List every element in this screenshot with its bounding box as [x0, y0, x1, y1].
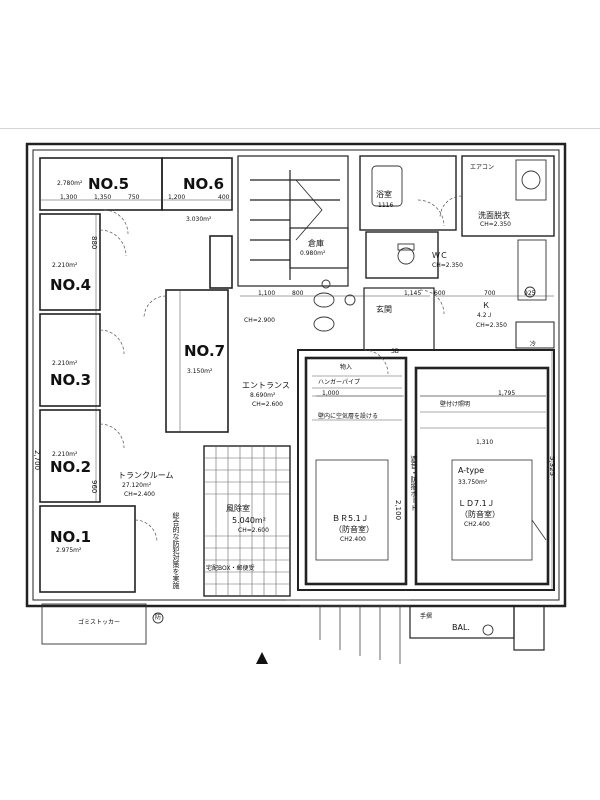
corridor-ch: CH=2.900: [244, 317, 275, 324]
dim-5325: 5,325: [548, 456, 556, 477]
unit-door-swings: [363, 195, 463, 375]
dim-1100: 1,100: [258, 290, 276, 297]
washroom-ch: CH=2.350: [480, 221, 511, 228]
locker-label-no6: NO.6: [183, 175, 225, 193]
fire-alarm-icon: 防: [155, 614, 162, 621]
vertical-note-right: 遮音・防振ボード: [410, 455, 418, 511]
ldk-ch: CH2.400: [464, 521, 490, 528]
balcony-name: BAL.: [452, 623, 470, 632]
locker-area-no1: 2.975m²: [56, 547, 82, 554]
garbage-note: ゴミストッカー: [78, 619, 121, 626]
wall-void-note: 壁内に空気層を設ける: [318, 413, 379, 420]
dimension-lines: [40, 199, 554, 590]
wind-room-ch: CH=2.600: [238, 527, 269, 534]
dim-960: 960: [90, 480, 98, 494]
trunk-room-name: トランクルーム: [118, 471, 174, 480]
light-note: 壁付け照明: [440, 401, 471, 408]
refrigerator-name: 冷: [530, 341, 537, 348]
bath-size: 1116: [378, 202, 394, 209]
locker-label-no7: NO.7: [184, 342, 226, 360]
shoebox-name: SB: [391, 348, 399, 355]
inner-partitions: [315, 459, 547, 561]
balcony-rail: [286, 599, 410, 664]
storage-area: 0.980m²: [300, 250, 326, 257]
locker-area-no4: 2.210m²: [52, 262, 78, 269]
dim-1200: 1,200: [168, 194, 186, 201]
bedroom-ch: CH2.400: [340, 536, 366, 543]
dim-400: 400: [218, 194, 230, 201]
entrance-hall-ch: CH=2.600: [252, 401, 283, 408]
genkan-name: 玄関: [376, 305, 392, 314]
bedroom-sub: （防音室）: [334, 525, 374, 534]
ldk-name: ＬＤ7.1Ｊ: [458, 499, 495, 508]
fixtures: [313, 159, 547, 332]
locker-area-no7: 3.150m²: [187, 368, 213, 375]
dim-700: 700: [484, 290, 496, 297]
wc-name: ＷＣ: [432, 251, 448, 260]
locker-label-no3: NO.3: [50, 371, 92, 389]
dim-1310: 1,310: [476, 439, 494, 446]
ldk-sub: （防音室）: [460, 510, 500, 519]
dim-800: 800: [292, 290, 304, 297]
wc-ch: CH=2.350: [432, 262, 463, 269]
hanger-pipe-note: ハンガーパイプ: [318, 379, 360, 386]
balcony-area: [409, 605, 545, 651]
dim-1145: 1,145: [404, 290, 422, 297]
locker-label-no2: NO.2: [50, 458, 92, 476]
kitchen-ch: CH=2.350: [476, 322, 507, 329]
locker-area-no2: 2.210m²: [52, 451, 78, 458]
dim-925: 925: [524, 290, 536, 297]
locker-area-no5: 2.780m²: [57, 180, 83, 187]
wind-room-tiles: [203, 445, 291, 597]
dim-1795: 1,795: [498, 390, 516, 397]
dim-600: 600: [434, 290, 446, 297]
dim-2100: 2,100: [394, 500, 402, 521]
handrail-note: 手摺: [420, 613, 433, 620]
trunk-room-area: 27.120m²: [122, 482, 152, 489]
stair-zone: [237, 155, 349, 287]
locker-area-no6: 3.030m²: [186, 216, 212, 223]
aircon-note: エアコン: [470, 164, 495, 171]
locker-label-no5: NO.5: [88, 175, 130, 193]
wind-room-name: 風除室: [226, 504, 250, 513]
kitchen-name: Ｋ: [482, 301, 490, 310]
wind-room-area: 5.040m²: [232, 516, 266, 525]
dim-880: 880: [90, 236, 98, 250]
vertical-note-left: 総合的な防犯対策を実施: [172, 512, 180, 589]
entrance-hall-name: エントランス: [242, 381, 290, 390]
bath-name: 浴室: [376, 190, 392, 199]
garbage-area: [41, 603, 164, 645]
locker-area-no3: 2.210m²: [52, 360, 78, 367]
unit-walls: [297, 155, 555, 591]
locker-label-no4: NO.4: [50, 276, 92, 294]
locker-label-no1: NO.1: [50, 528, 92, 546]
dim-1350: 1,350: [94, 194, 112, 201]
mailbox-note: 宅配BOX・郵便受: [206, 565, 255, 572]
dim-1000: 1,000: [322, 390, 340, 397]
dim-2700: 2,700: [33, 450, 41, 471]
dim-750: 750: [128, 194, 140, 201]
page-divider-line: [0, 128, 600, 129]
storage-name: 倉庫: [308, 239, 324, 248]
trunk-room-ch: CH=2.400: [124, 491, 155, 498]
unit-type-name: A-type: [458, 466, 485, 475]
entry-arrow-icon: [256, 652, 268, 664]
entrance-hall-area: 8.690m²: [250, 392, 276, 399]
bedroom-name: ＢＲ5.1Ｊ: [332, 514, 369, 523]
locker-door-swings: [99, 209, 167, 543]
dim-1300: 1,300: [60, 194, 78, 201]
locker-walls: [39, 157, 233, 593]
kitchen-size: 4.2Ｊ: [477, 312, 493, 319]
closet-name: 物入: [340, 364, 353, 371]
unit-type-area: 33.750m²: [458, 479, 488, 486]
washroom-name: 洗面脱衣: [478, 211, 510, 220]
